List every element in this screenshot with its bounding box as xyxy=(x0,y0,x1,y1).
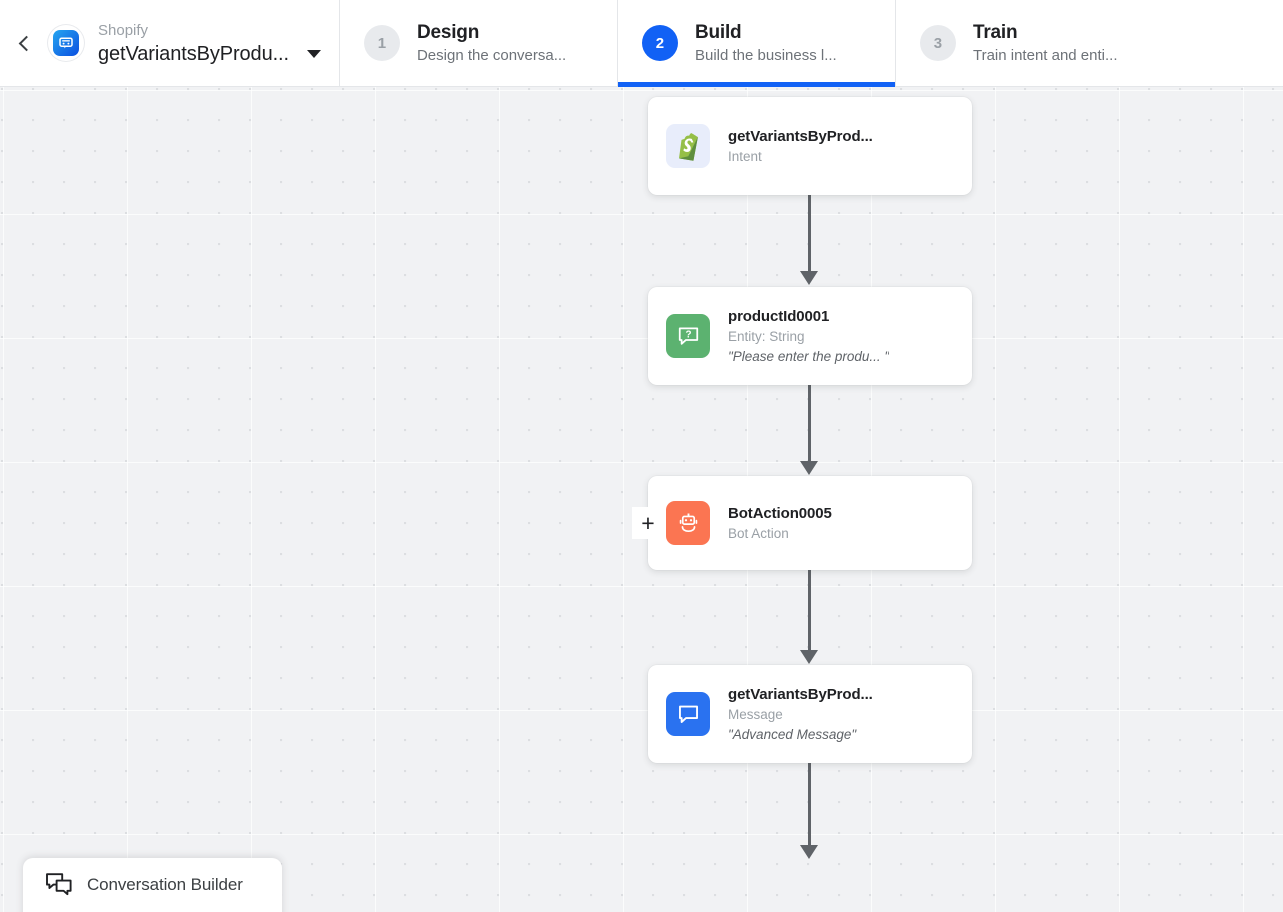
connector-3 xyxy=(796,570,822,665)
tab-build-number: 2 xyxy=(641,25,678,61)
svg-text:?: ? xyxy=(685,329,691,340)
node-quote: "Please enter the produ... " xyxy=(728,348,890,364)
tab-build-title: Build xyxy=(694,22,742,43)
connector-4 xyxy=(796,760,822,860)
question-bubble-icon: ? xyxy=(666,314,710,358)
tab-design-title: Design xyxy=(416,22,480,43)
node-title: getVariantsByProd... xyxy=(728,685,873,703)
shopify-logo-icon xyxy=(666,124,710,168)
node-subtitle: Entity: String xyxy=(728,328,805,344)
node-subtitle: Message xyxy=(728,706,783,722)
back-button[interactable] xyxy=(0,0,48,86)
node-subtitle: Intent xyxy=(728,148,762,164)
flow-node-message[interactable]: getVariantsByProd... Message "Advanced M… xyxy=(648,665,972,763)
conversation-builder-panel[interactable]: Conversation Builder xyxy=(23,858,282,912)
tab-design[interactable]: 1 Design Design the conversa... xyxy=(338,0,617,86)
tab-build-desc: Build the business l... xyxy=(694,47,837,64)
page-title: getVariantsByProdu... xyxy=(98,42,289,65)
node-title: productId0001 xyxy=(728,307,830,325)
flow-node-bot-action[interactable]: + BotAction0005 Bot Action xyxy=(632,476,972,570)
chatbot-app-icon xyxy=(48,25,84,61)
connector-2 xyxy=(796,381,822,476)
connector-1 xyxy=(796,191,822,286)
brand-subtitle: Shopify xyxy=(98,21,149,39)
arrow-head-icon xyxy=(800,271,818,285)
brand-block: Shopify getVariantsByProdu... xyxy=(48,0,339,86)
tab-design-number: 1 xyxy=(363,25,400,61)
tab-design-desc: Design the conversa... xyxy=(416,47,567,64)
flow-canvas[interactable]: getVariantsByProd... Intent ? productId0… xyxy=(0,87,1283,912)
chat-bubbles-icon xyxy=(45,872,73,898)
flow-node-intent[interactable]: getVariantsByProd... Intent xyxy=(648,97,972,195)
conversation-builder-label: Conversation Builder xyxy=(87,875,243,894)
message-bubble-icon xyxy=(666,692,710,736)
arrow-head-icon xyxy=(800,650,818,664)
node-subtitle: Bot Action xyxy=(728,525,789,541)
tab-train-title: Train xyxy=(972,22,1018,43)
node-title: BotAction0005 xyxy=(728,504,832,522)
node-title: getVariantsByProd... xyxy=(728,127,873,145)
tab-train-desc: Train intent and enti... xyxy=(972,47,1118,64)
app-header: Shopify getVariantsByProdu... 1 Design D… xyxy=(0,0,1283,87)
chevron-left-icon xyxy=(18,35,34,51)
add-node-button[interactable]: + xyxy=(632,507,664,539)
arrow-head-icon xyxy=(800,845,818,859)
tab-train[interactable]: 3 Train Train intent and enti... xyxy=(894,0,1173,86)
tab-build[interactable]: 2 Build Build the business l... xyxy=(616,0,895,87)
flow-node-entity[interactable]: ? productId0001 Entity: String "Please e… xyxy=(648,287,972,385)
tab-train-number: 3 xyxy=(919,25,956,61)
node-quote: "Advanced Message" xyxy=(728,726,857,742)
robot-icon xyxy=(666,501,710,545)
caret-down-icon[interactable] xyxy=(306,49,321,58)
arrow-head-icon xyxy=(800,461,818,475)
wizard-tabs: 1 Design Design the conversa... 2 Build … xyxy=(338,0,1173,87)
